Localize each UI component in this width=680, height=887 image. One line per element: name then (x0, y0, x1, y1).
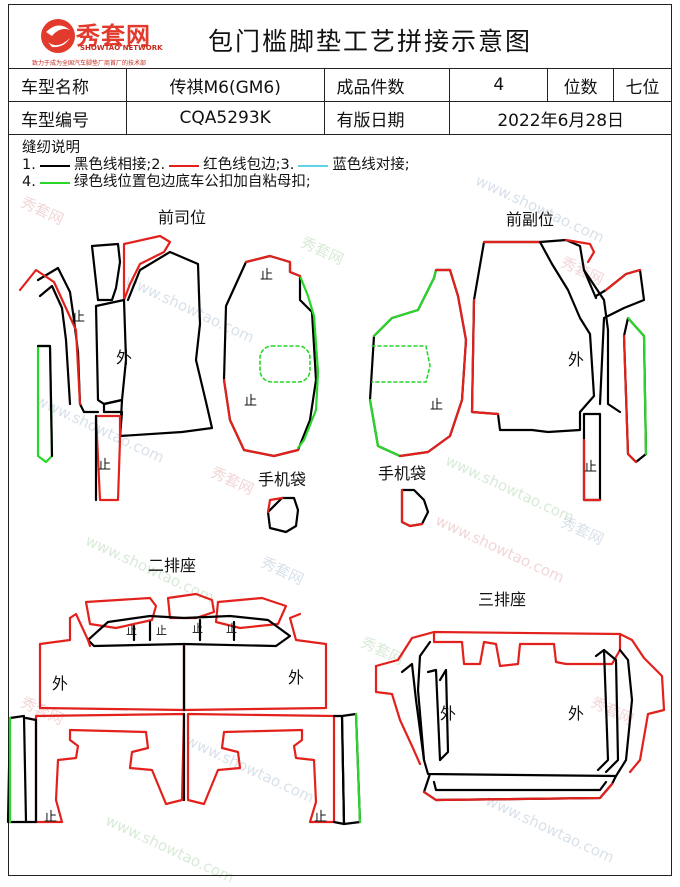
mark-stop: 止 (584, 460, 598, 475)
mark-stop: 止 (72, 310, 86, 325)
mark-stop: 止 (126, 624, 137, 637)
label-row2: 二排座 (148, 556, 197, 575)
label-phone-bag-left: 手机袋 (258, 470, 307, 489)
sewing-legend: 缝纫说明 1. 黑色线相接;2. 红色线包边;3. 蓝色线对接; 4. 绿色线位… (22, 140, 410, 191)
black-line-swatch (39, 164, 70, 167)
driver-mat (18, 234, 320, 534)
table-row: 车型名称 传祺M6(GM6) 成品件数 4 位数 七位 (8, 68, 672, 102)
legend-item-3: 蓝色线对接; (332, 157, 410, 173)
table-row: 车型编号 CQA5293K 有版日期 2022年6月28日 (8, 101, 672, 135)
mark-stop: 止 (314, 810, 328, 825)
label-passenger: 前副位 (506, 210, 555, 229)
mark-outside: 外 (568, 350, 585, 369)
legend-item-1: 黑色线相接;2. (73, 157, 166, 173)
label-phone-bag-right: 手机袋 (378, 464, 427, 483)
green-line-swatch (39, 181, 70, 184)
legend-num-4: 4. (22, 174, 36, 190)
row3-mat (374, 630, 666, 802)
mark-stop: 止 (192, 622, 203, 635)
header: 秀套网 SHOWTAO NETWORK 致力于成为全国汽车脚垫厂商首厂的技术部 … (8, 4, 672, 68)
mark-stop: 止 (226, 622, 237, 635)
document-frame (8, 4, 672, 876)
mark-stop: 止 (244, 394, 258, 409)
red-line-swatch (169, 164, 200, 167)
mark-stop: 止 (98, 458, 112, 473)
mark-stop: 止 (156, 624, 167, 637)
mark-stop: 止 (260, 268, 274, 283)
label-model-code: 车型编号 (8, 101, 127, 135)
mark-stop: 止 (44, 810, 58, 825)
passenger-mat (368, 238, 648, 528)
mark-outside: 外 (288, 668, 305, 687)
mark-stop: 止 (430, 398, 444, 413)
blue-line-swatch (298, 164, 329, 167)
label-driver: 前司位 (158, 208, 207, 227)
page-title: 包门槛脚垫工艺拼接示意图 (208, 27, 533, 56)
label-piece-count: 成品件数 (323, 68, 451, 102)
mark-outside: 外 (52, 674, 69, 693)
mark-outside: 外 (116, 348, 133, 367)
legend-item-2: 红色线包边;3. (203, 157, 295, 173)
legend-num-1: 1. (22, 157, 36, 173)
legend-item-4: 绿色线位置包边底车公扣加自粘母扣; (73, 174, 311, 190)
row2-mat (6, 592, 362, 826)
legend-title: 缝纫说明 (22, 140, 80, 156)
mark-outside: 外 (568, 704, 585, 723)
logo-text: 秀套网 (76, 22, 151, 50)
label-model-name: 车型名称 (8, 68, 127, 102)
label-date: 有版日期 (323, 101, 451, 135)
logo-icon (41, 19, 75, 53)
label-seats: 位数 (547, 68, 615, 102)
info-table: 车型名称 传祺M6(GM6) 成品件数 4 位数 七位 车型编号 CQA5293… (8, 68, 672, 135)
logo-slogan: 致力于成为全国汽车脚垫厂商首厂的技术部 (32, 60, 147, 67)
label-row3: 三排座 (478, 590, 527, 609)
logo-english: SHOWTAO NETWORK (80, 44, 163, 52)
value-date: 2022年6月28日 (449, 101, 672, 135)
mark-outside: 外 (440, 704, 457, 723)
value-model-code: CQA5293K (125, 101, 325, 135)
